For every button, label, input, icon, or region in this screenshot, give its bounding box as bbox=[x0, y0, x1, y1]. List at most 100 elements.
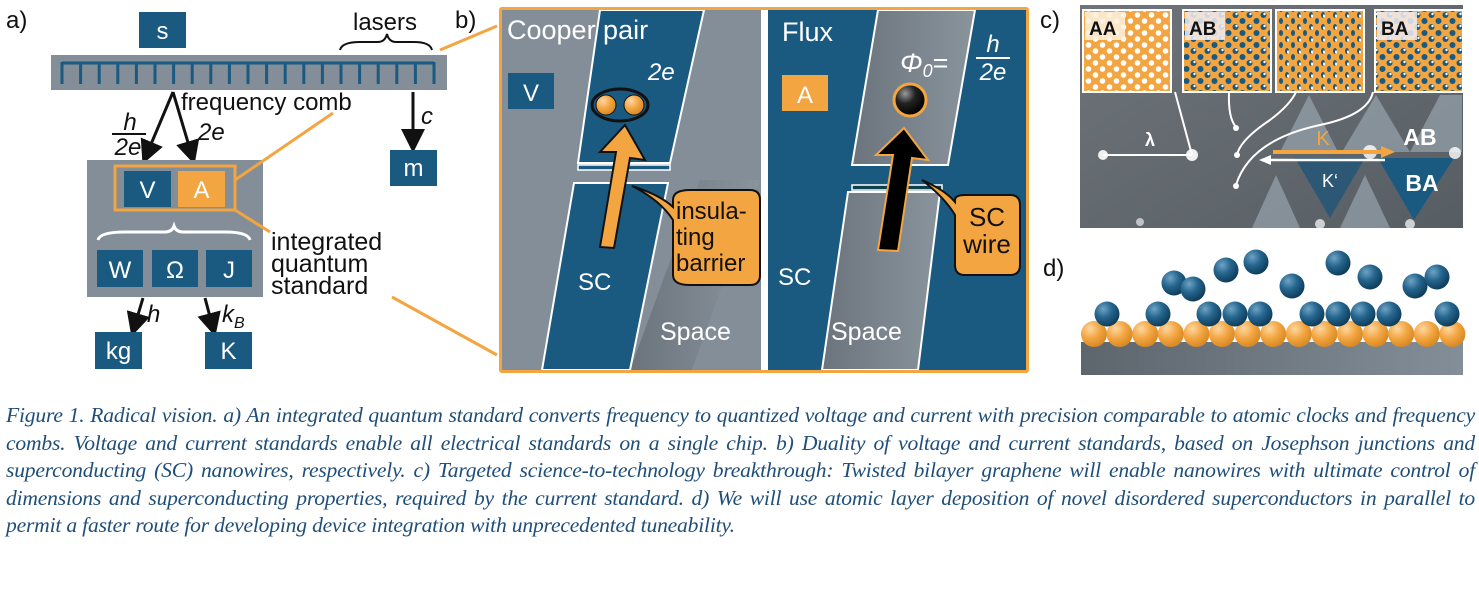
phi-label: Φ0= bbox=[900, 48, 948, 81]
h-denominator: 2e bbox=[114, 134, 142, 161]
kprime-arrowhead bbox=[1259, 155, 1271, 165]
lasers-brace bbox=[339, 33, 433, 51]
flux-badge-a bbox=[782, 75, 828, 111]
pointer-dots bbox=[1233, 125, 1240, 189]
lambda-label: λ bbox=[1145, 130, 1155, 150]
panel-c-label: c) bbox=[1040, 7, 1060, 34]
figure-caption: Figure 1. Radical vision. a) An integrat… bbox=[6, 403, 1475, 537]
connector-standard-to-b bbox=[391, 295, 498, 357]
box-v bbox=[124, 171, 171, 207]
gas-phase-sphere bbox=[1279, 273, 1305, 299]
cooper-badge-v-label: V bbox=[523, 80, 539, 107]
figure: a) s lasers frequency comb h 2e 2e c m V… bbox=[6, 5, 1466, 375]
substrate-sphere bbox=[1234, 321, 1261, 347]
white-brace bbox=[96, 221, 252, 241]
box-m bbox=[390, 150, 437, 186]
substrate-sphere bbox=[1413, 321, 1440, 347]
adsorbed-sphere bbox=[1350, 301, 1376, 327]
sc-wire-line1: SC bbox=[969, 202, 1005, 232]
adsorbed-sphere bbox=[1222, 301, 1248, 327]
iqs-line2: quantum bbox=[271, 250, 368, 278]
callout-line2: ting bbox=[676, 224, 715, 251]
arrow-to-k bbox=[197, 297, 221, 337]
flux-badge-a-label: A bbox=[797, 82, 813, 109]
box-omega-label: Ω bbox=[166, 257, 184, 284]
gas-phase-sphere bbox=[1357, 264, 1383, 290]
cooper-sc-label: SC bbox=[578, 269, 611, 296]
cooper-upper-wire bbox=[576, 10, 706, 164]
box-v-label: V bbox=[139, 177, 155, 204]
panel-d-label: d) bbox=[1043, 255, 1064, 282]
callout-line3: barrier bbox=[676, 250, 745, 277]
cooper-lower-wire bbox=[540, 182, 670, 370]
substrate-sphere bbox=[1132, 321, 1159, 347]
k-label: K bbox=[1316, 128, 1330, 150]
ald-spheres bbox=[1081, 249, 1466, 347]
flux-frac-num: h bbox=[986, 31, 999, 58]
substrate-sphere bbox=[1337, 321, 1363, 347]
sc-wire-line2: wire bbox=[962, 229, 1011, 259]
substrate-sphere bbox=[1183, 321, 1210, 347]
box-kg bbox=[95, 332, 142, 369]
inset-pointers bbox=[1103, 91, 1374, 186]
adsorbed-sphere bbox=[1376, 301, 1402, 327]
ab-region-label: AB bbox=[1403, 124, 1436, 150]
substrate-sphere bbox=[1260, 321, 1287, 347]
box-s bbox=[139, 12, 186, 48]
kprime-triangle bbox=[1295, 158, 1365, 218]
sc-wire-callout bbox=[921, 179, 1021, 276]
substrate-sphere bbox=[1285, 321, 1312, 347]
gas-phase-sphere bbox=[1161, 270, 1187, 296]
box-j-label: J bbox=[223, 257, 235, 284]
inset-ab-label: AB bbox=[1189, 19, 1216, 40]
flux-sc-label: SC bbox=[778, 264, 811, 291]
two-e-label: 2e bbox=[197, 119, 225, 146]
phi-equals: = bbox=[933, 48, 949, 78]
cooper-badge-v bbox=[508, 73, 554, 109]
substrate-sphere bbox=[1081, 321, 1107, 347]
substrate-sphere bbox=[1439, 321, 1466, 347]
adsorbed-sphere bbox=[1094, 301, 1120, 327]
panel-d: d) bbox=[1043, 249, 1466, 375]
box-a bbox=[178, 171, 225, 207]
h-numerator: h bbox=[123, 109, 136, 136]
connector-comb-to-b bbox=[439, 24, 498, 52]
iqs-line1: integrated bbox=[271, 228, 382, 256]
cooper-orange-arrow bbox=[597, 123, 647, 250]
cooper-pair-title: Cooper pair bbox=[507, 15, 648, 45]
panel-a: a) s lasers frequency comb h 2e 2e c m V… bbox=[6, 7, 498, 369]
comb-teeth bbox=[60, 61, 436, 84]
gas-phase-sphere bbox=[1243, 249, 1269, 275]
lasers-label: lasers bbox=[353, 9, 417, 36]
box-m-label: m bbox=[404, 155, 424, 182]
flux-quantum bbox=[892, 82, 928, 118]
box-j bbox=[206, 250, 252, 287]
flux-lower-wire bbox=[820, 191, 942, 370]
flux-space-label: Space bbox=[831, 318, 902, 346]
substrate-sphere bbox=[1209, 321, 1235, 347]
adsorbed-sphere bbox=[1325, 301, 1351, 327]
substrate-sphere bbox=[1106, 321, 1133, 347]
electron-2 bbox=[623, 94, 645, 116]
electron-1 bbox=[595, 94, 617, 116]
substrate-sphere bbox=[1157, 321, 1184, 347]
adsorbed-sphere bbox=[1247, 301, 1273, 327]
ba-triangle bbox=[1378, 158, 1454, 220]
arrow-to-a bbox=[171, 91, 200, 165]
inset-transition bbox=[1275, 9, 1365, 93]
panel-b-divider bbox=[761, 10, 768, 370]
flux-black-arrow bbox=[873, 126, 931, 253]
arrow-to-v bbox=[140, 91, 175, 165]
kb-label: kB bbox=[222, 301, 245, 332]
inset-aa-label: AA bbox=[1089, 19, 1117, 40]
inset-ba-label: BA bbox=[1381, 19, 1409, 40]
phi-subscript: 0 bbox=[923, 61, 933, 81]
cooper-charge-label: 2e bbox=[647, 59, 675, 86]
panel-c: c) AA AB BA bbox=[1040, 5, 1464, 229]
panel-b-label: b) bbox=[455, 7, 476, 34]
substrate-sphere bbox=[1388, 321, 1415, 347]
box-k-label: K bbox=[220, 338, 236, 365]
adsorbed-sphere bbox=[1196, 301, 1222, 327]
kb-k: k bbox=[222, 301, 236, 328]
insulating-barrier-callout bbox=[631, 185, 761, 286]
